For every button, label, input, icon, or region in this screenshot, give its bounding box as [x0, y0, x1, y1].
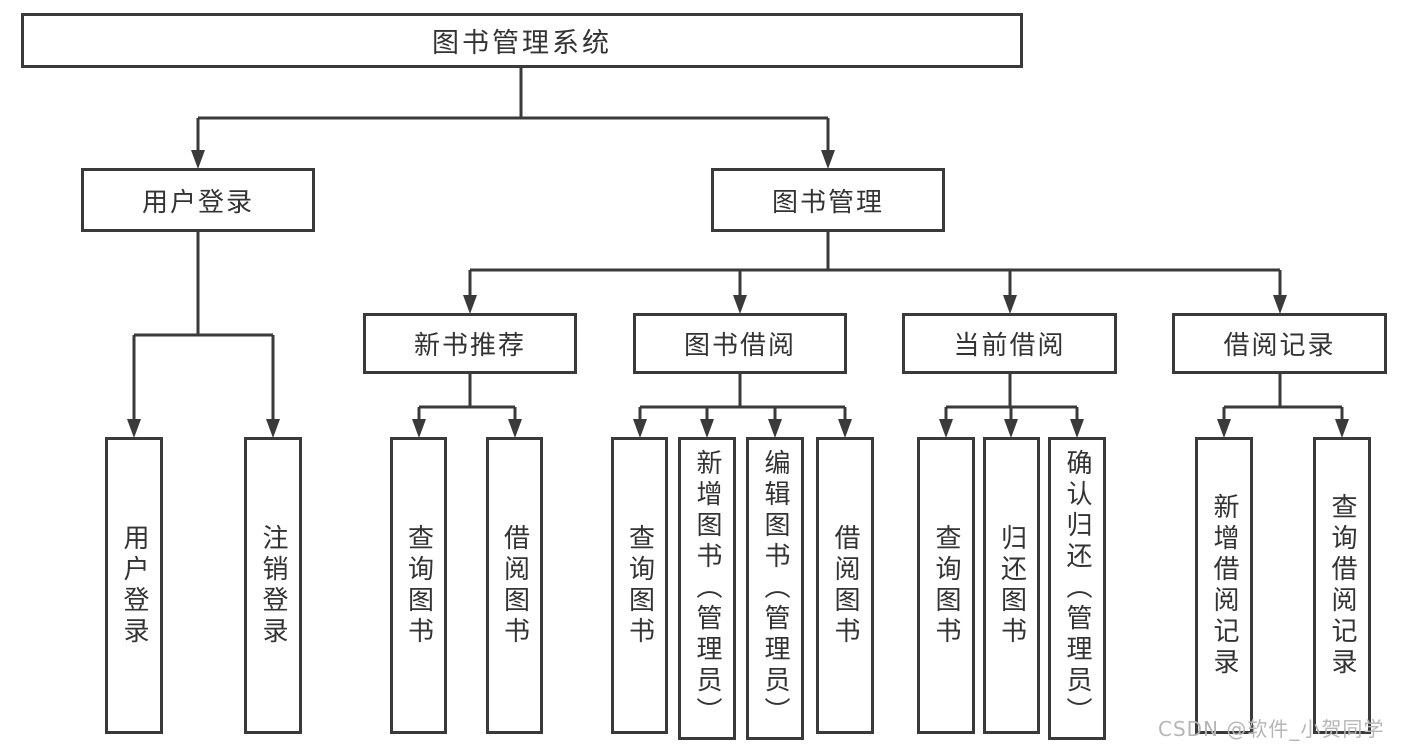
connector-new-book — [417, 374, 517, 423]
leaf-borrow-books-recommend: 借阅图书 — [486, 437, 543, 734]
connector-current-borrow — [944, 374, 1079, 423]
node-new-book-recommend: 新书推荐 — [363, 313, 577, 374]
arrowheads — [127, 150, 1349, 438]
leaf-query-books-borrow: 查询图书 — [611, 437, 668, 734]
leaf-user-login: 用户登录 — [105, 437, 163, 734]
watermark: CSDN @软件_小贺同学 — [1158, 717, 1385, 741]
node-user-login: 用户登录 — [81, 168, 315, 232]
node-current-borrow: 当前借阅 — [902, 313, 1117, 374]
node-library-system: 图书管理系统 — [21, 13, 1023, 68]
leaf-edit-books-admin: 编辑图书（管理员） — [746, 437, 804, 740]
connector-book-borrow — [638, 374, 847, 423]
leaf-query-borrow-record: 查询借阅记录 — [1313, 437, 1371, 734]
node-borrow-records: 借阅记录 — [1172, 313, 1387, 374]
node-book-borrow: 图书借阅 — [633, 313, 847, 374]
leaf-logout: 注销登录 — [244, 437, 302, 734]
leaf-borrow-books: 借阅图书 — [816, 437, 874, 734]
leaf-add-books-admin: 新增图书（管理员） — [678, 437, 736, 740]
connector-borrow-records — [1222, 374, 1344, 423]
leaf-add-borrow-record: 新增借阅记录 — [1195, 437, 1253, 734]
connector-book-management — [468, 232, 1282, 299]
connector-root — [196, 68, 830, 154]
leaf-return-books: 归还图书 — [983, 437, 1040, 734]
node-book-management: 图书管理 — [711, 168, 945, 232]
leaf-query-books-recommend: 查询图书 — [390, 437, 447, 734]
leaf-confirm-return-admin: 确认归还（管理员） — [1048, 437, 1106, 740]
leaf-query-books-current: 查询图书 — [917, 437, 975, 734]
connector-user-login — [132, 232, 275, 423]
